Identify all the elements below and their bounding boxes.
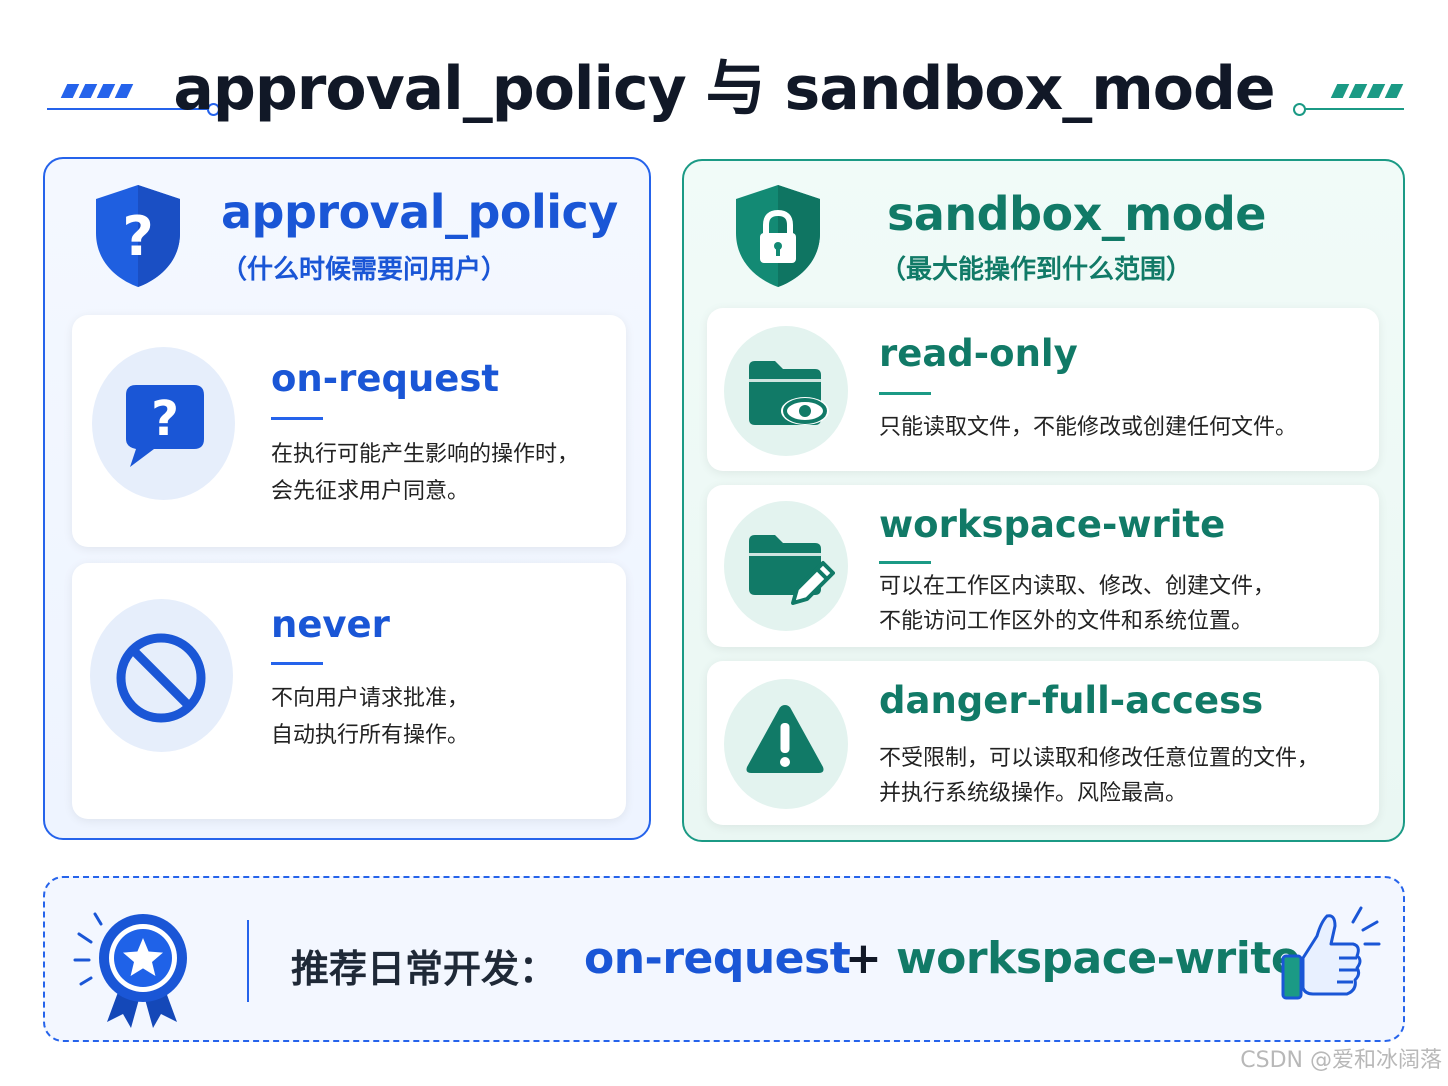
never-underline [271,662,323,665]
never-card: never 不向用户请求批准， 自动执行所有操作。 [72,563,626,819]
header-line-right [1304,108,1404,110]
warning-triangle-icon [746,705,824,773]
on-request-card: ? on-request 在执行可能产生影响的操作时， 会先征求用户同意。 [72,315,626,547]
sandbox-mode-title: sandbox_mode [887,187,1266,241]
approval-policy-panel: ? approval_policy （什么时候需要问用户） ? on-reque… [43,157,651,840]
prohibited-icon [116,633,206,723]
page-title: approval_policy 与 sandbox_mode [173,54,1275,124]
question-bubble-icon: ? [126,385,204,467]
recommendation-banner: 推荐日常开发： on-request + workspace-write [43,876,1405,1042]
svg-text:?: ? [122,205,153,268]
thumbs-up-icon [1281,906,1381,1000]
workspace-write-card: workspace-write 可以在工作区内读取、修改、创建文件， 不能访问工… [707,485,1379,647]
danger-full-access-card: danger-full-access 不受限制，可以读取和修改任意位置的文件， … [707,661,1379,825]
header-decoration-right [1330,84,1404,98]
workspace-write-underline [879,561,931,564]
folder-eye-icon [749,361,829,425]
on-request-underline [271,417,323,420]
recommended-policy: on-request [584,933,851,984]
workspace-write-description: 可以在工作区内读取、修改、创建文件， 不能访问工作区外的文件和系统位置。 [879,574,1276,634]
read-only-underline [879,392,931,395]
banner-divider [247,920,249,1002]
shield-question-icon: ? [96,185,180,287]
read-only-title: read-only [879,332,1078,375]
header-line-left [47,108,209,110]
approval-policy-title: approval_policy [221,185,618,239]
svg-text:?: ? [151,391,179,447]
header-line-left-dot [207,103,220,116]
on-request-title: on-request [271,357,500,400]
workspace-write-title: workspace-write [879,503,1226,546]
danger-full-access-title: danger-full-access [879,679,1264,722]
folder-edit-icon [749,535,835,605]
approval-policy-subtitle: （什么时候需要问用户） [221,255,508,285]
award-badge-icon [73,912,187,1028]
on-request-description: 在执行可能产生影响的操作时， 会先征求用户同意。 [271,442,580,504]
read-only-card: read-only 只能读取文件，不能修改或创建任何文件。 [707,308,1379,471]
recommendation-plus: + [845,933,882,984]
never-description: 不向用户请求批准， 自动执行所有操作。 [271,686,470,748]
danger-full-access-description: 不受限制，可以读取和修改任意位置的文件， 并执行系统级操作。风险最高。 [879,746,1320,806]
watermark: CSDN @爱和冰阔落 [1240,1048,1442,1073]
recommended-mode: workspace-write [896,933,1301,984]
sandbox-mode-panel: sandbox_mode （最大能操作到什么范围） read-only 只能读取… [682,159,1405,842]
recommendation-label: 推荐日常开发： [291,947,558,991]
never-title: never [271,603,390,646]
sandbox-mode-subtitle: （最大能操作到什么范围） [880,255,1193,285]
read-only-description: 只能读取文件，不能修改或创建任何文件。 [879,415,1298,440]
shield-lock-icon [736,185,820,287]
